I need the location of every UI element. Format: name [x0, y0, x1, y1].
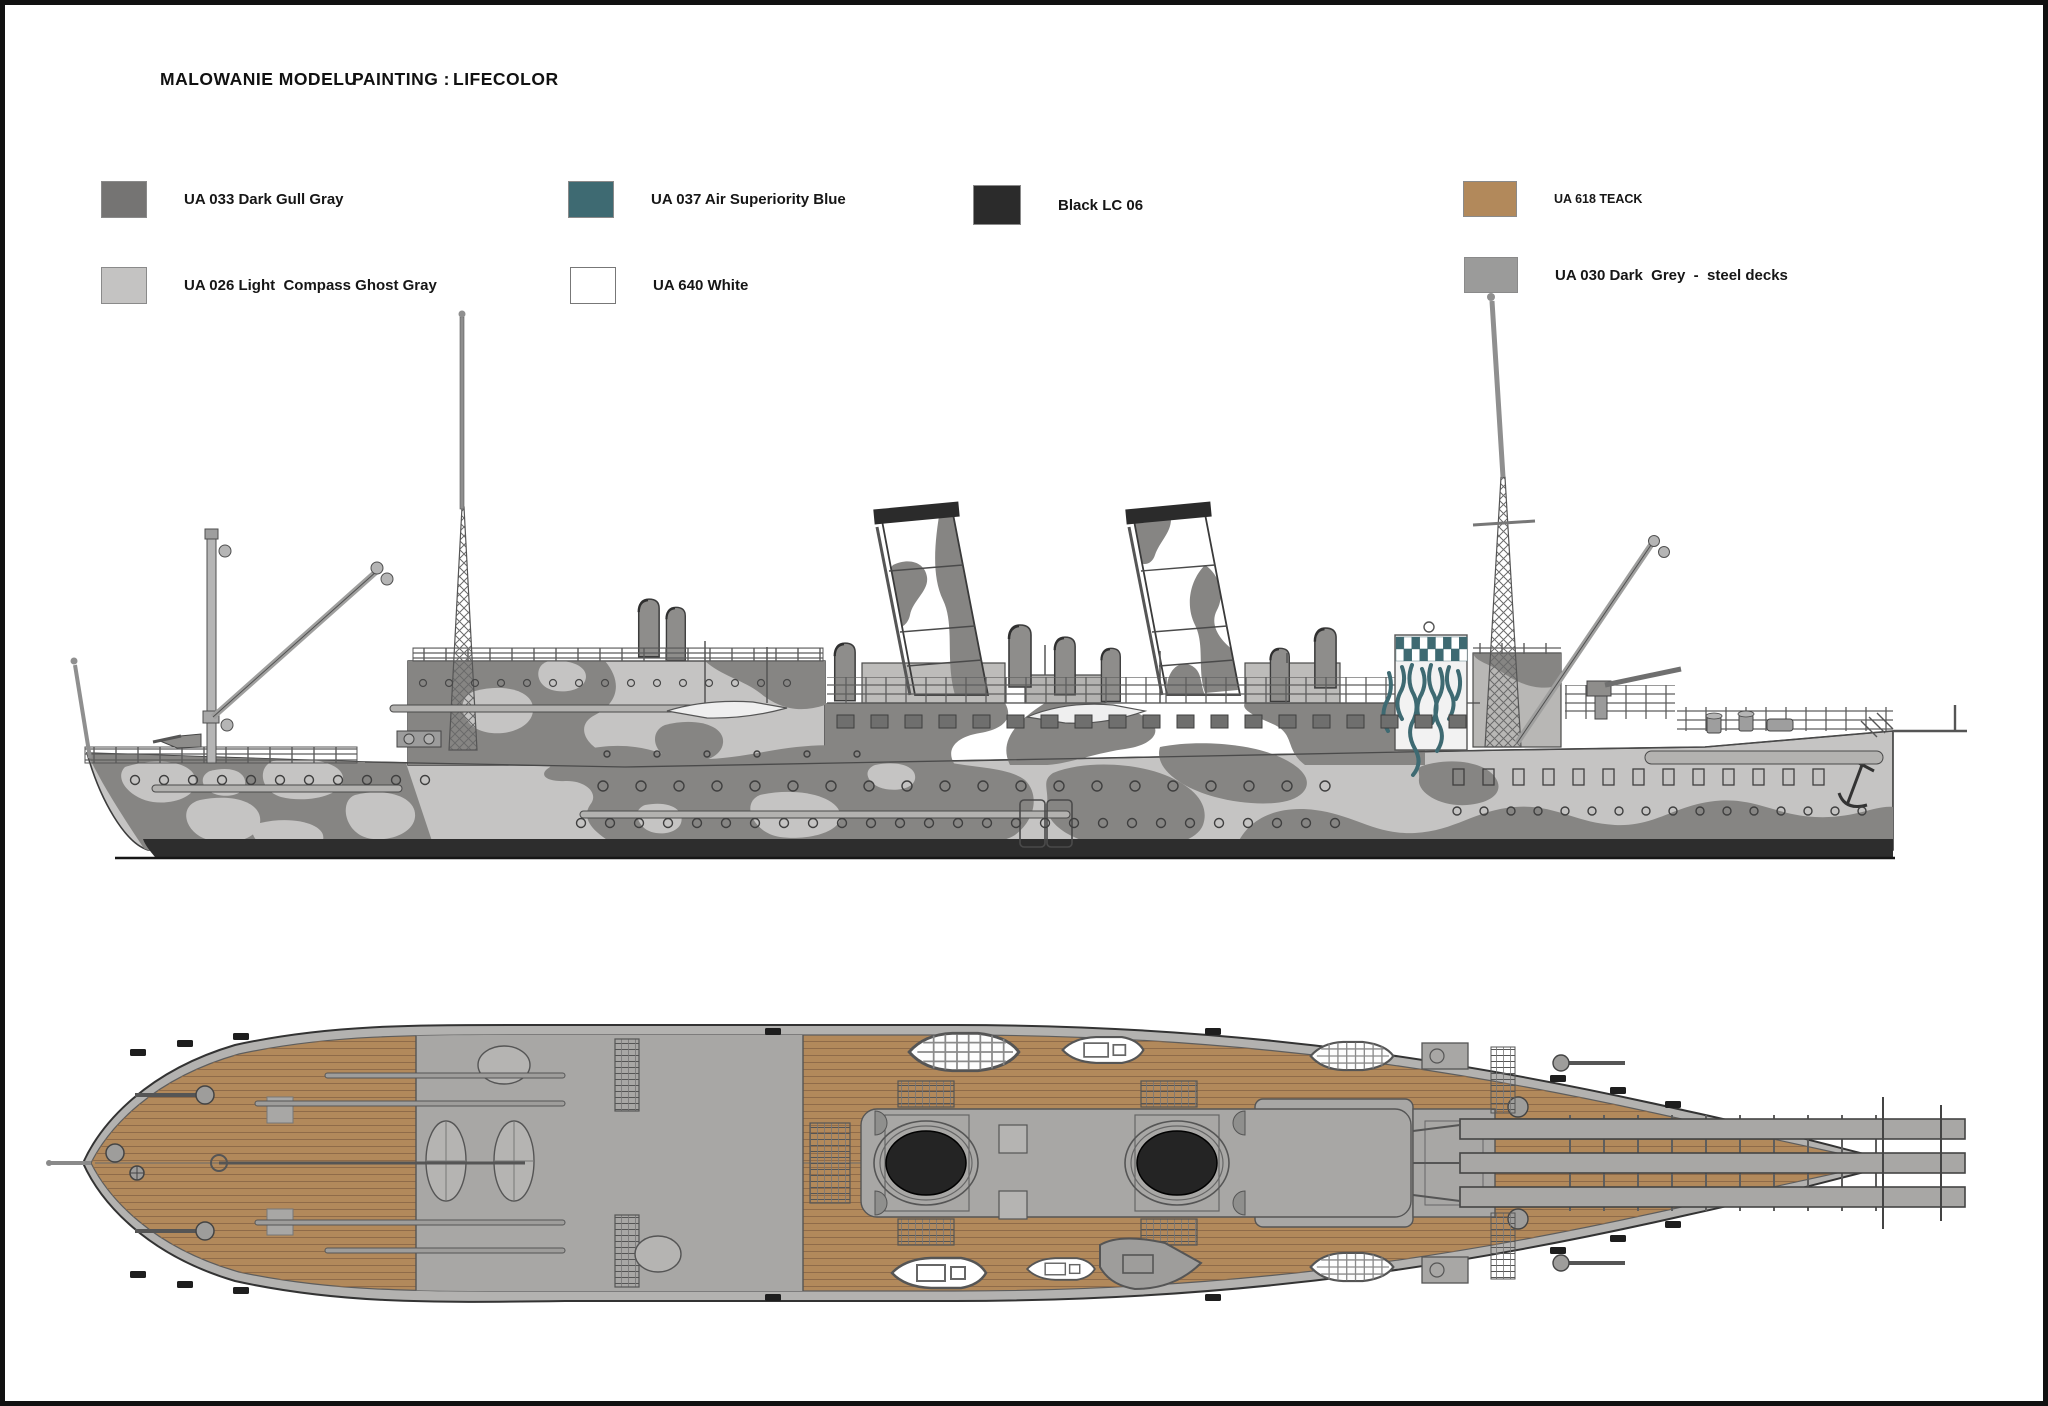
- sheet-title-english: PAINTING :: [352, 69, 451, 89]
- paint-label: UA 033 Dark Gull Gray: [184, 191, 344, 208]
- sheer-line: [364, 730, 1894, 768]
- legend-item: UA 037 Air Superiority Blue: [568, 181, 846, 218]
- ship-drawings: [46, 293, 1967, 1303]
- paint-swatch: [101, 181, 147, 218]
- boot-topping-stripe: [143, 839, 1893, 857]
- bollards: [130, 1028, 1681, 1301]
- foremast-and-derrick: [202, 528, 394, 764]
- paint-label: UA 037 Air Superiority Blue: [651, 191, 846, 208]
- stern-chute-extension: [1860, 705, 1967, 738]
- paint-label: UA 618 TEACK: [1554, 192, 1643, 206]
- paint-label: UA 026 Light Compass Ghost Gray: [184, 277, 437, 294]
- paint-swatch: [568, 181, 614, 218]
- side-profile-view: [70, 293, 1967, 860]
- paint-swatch: [973, 185, 1021, 225]
- legend-item: UA 026 Light Compass Ghost Gray: [101, 267, 437, 304]
- mine-rails-top: [1412, 1097, 1966, 1229]
- paint-swatch: [1464, 257, 1518, 293]
- paint-label: UA 640 White: [653, 277, 749, 294]
- legend-item: UA 618 TEACK: [1463, 181, 1642, 217]
- top-plan-view: [46, 1023, 1966, 1303]
- stern-flagstaff: [70, 657, 92, 759]
- bow-fittings-top: [46, 1072, 566, 1254]
- lifeboats-top: [890, 1031, 1396, 1291]
- center-casing: [860, 1098, 1414, 1228]
- legend-item: UA 033 Dark Gull Gray: [101, 181, 344, 218]
- paint-label: Black LC 06: [1058, 196, 1144, 214]
- rectangular-scuttles: [1452, 768, 1825, 786]
- railings-side: [84, 643, 1893, 764]
- superstructure-windows: [418, 678, 1467, 729]
- signal-tower: [448, 310, 478, 751]
- aft-gun-and-fittings: [1586, 666, 1794, 734]
- paint-label: UA 030 Dark Grey - steel decks: [1555, 266, 1788, 284]
- mainmast-and-derrick: [1472, 293, 1670, 748]
- paint-swatch: [570, 267, 616, 304]
- paint-swatch: [101, 267, 147, 304]
- sheet-title-polish: MALOWANIE MODELU: [160, 69, 358, 89]
- camouflage-pattern-side: [87, 510, 1893, 850]
- deck-fittings-side: [151, 641, 1884, 848]
- legend-item: Black LC 06: [973, 185, 1143, 225]
- portholes: [129, 750, 1867, 829]
- legend-item: UA 640 White: [570, 267, 748, 304]
- funnel-openings-top: [873, 1120, 1230, 1206]
- legend-item: UA 030 Dark Grey - steel decks: [1464, 257, 1788, 293]
- steam-launch: [1099, 1237, 1203, 1291]
- paint-brand: LIFECOLOR: [453, 69, 559, 89]
- paint-swatch: [1463, 181, 1517, 217]
